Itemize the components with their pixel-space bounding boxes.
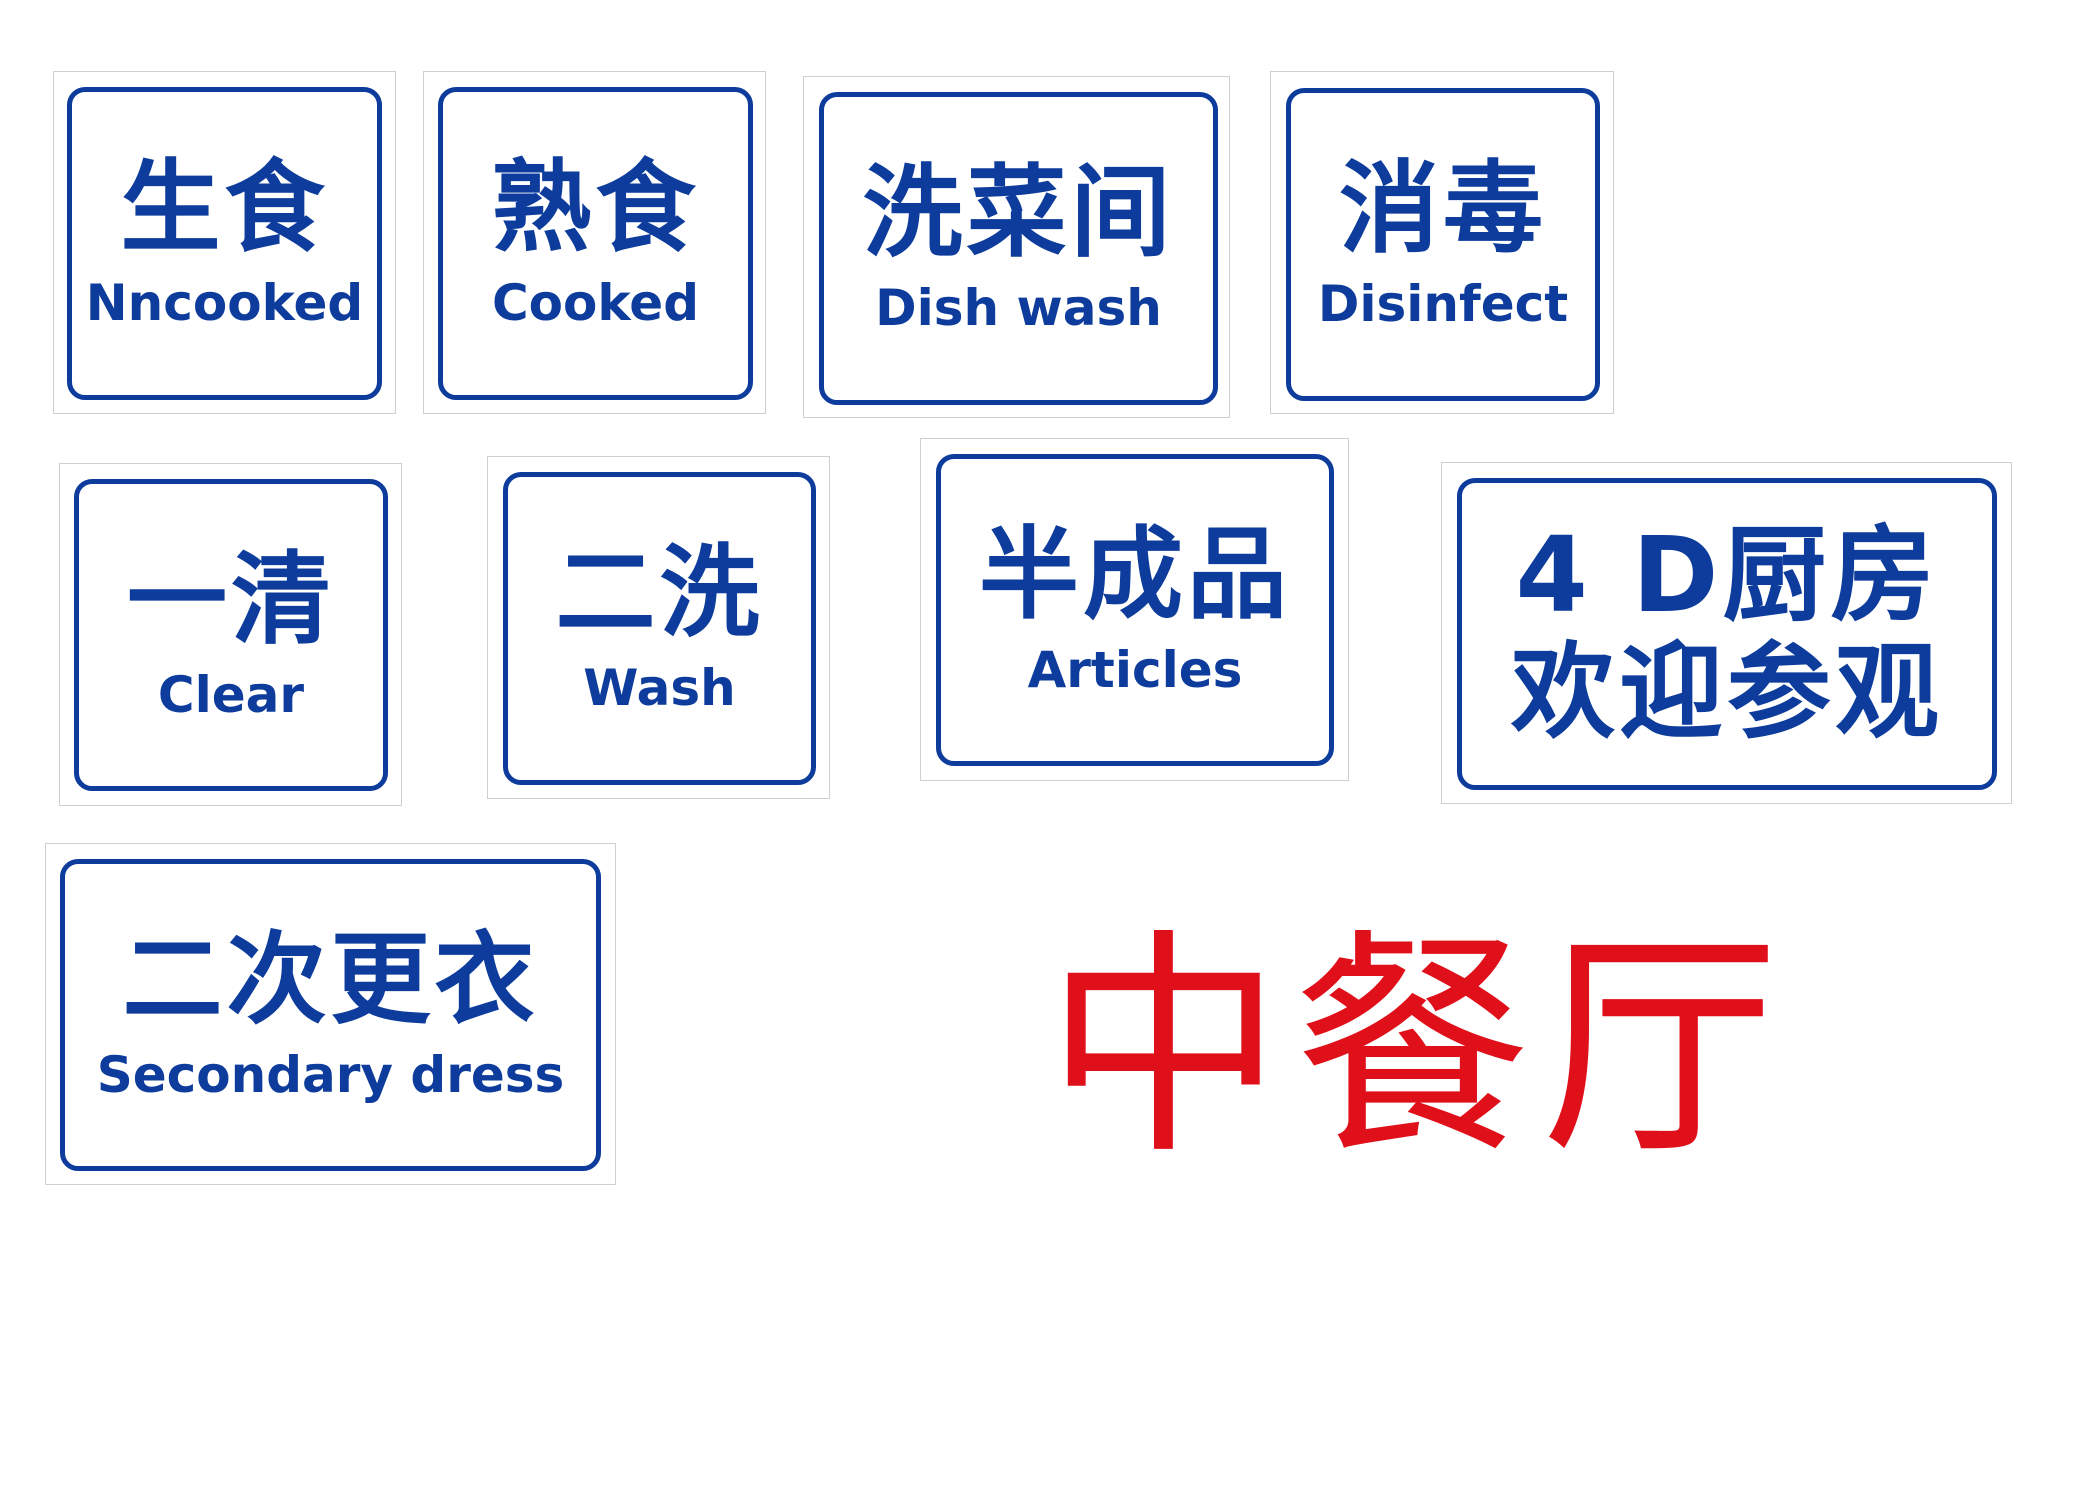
sign-secondary-dress-en: Secondary dress	[96, 1045, 565, 1104]
sign-disinfect-cn: 消毒	[1339, 150, 1547, 267]
sign-cooked-border: 熟食 Cooked	[438, 87, 753, 400]
sign-4d-kitchen-line1: 4 D厨房	[1515, 513, 1939, 636]
sign-wash-border: 二洗 Wash	[503, 472, 816, 785]
sign-4d-kitchen: 4 D厨房 欢迎参观	[1441, 462, 2012, 804]
sign-disinfect-border: 消毒 Disinfect	[1286, 88, 1600, 401]
sign-wash: 二洗 Wash	[487, 456, 830, 799]
sign-uncooked-border: 生食 Nncooked	[67, 87, 382, 400]
sign-cooked-cn: 熟食	[491, 149, 700, 266]
sign-dish-wash-en: Dish wash	[875, 279, 1162, 337]
sign-4d-kitchen-border: 4 D厨房 欢迎参观	[1457, 478, 1997, 790]
sign-dish-wash: 洗菜间 Dish wash	[803, 76, 1230, 418]
sign-articles: 半成品 Articles	[920, 438, 1349, 781]
restaurant-title: 中餐厅	[1045, 910, 1789, 1187]
sign-cooked-en: Cooked	[491, 274, 699, 332]
sign-secondary-dress-border: 二次更衣 Secondary dress	[60, 859, 601, 1171]
sign-cooked: 熟食 Cooked	[423, 71, 766, 414]
sign-clear-en: Clear	[157, 665, 305, 724]
sign-articles-cn: 半成品	[979, 515, 1291, 633]
sign-clear-border: 一清 Clear	[74, 479, 388, 791]
sign-dish-wash-cn: 洗菜间	[862, 154, 1175, 271]
sign-clear-cn: 一清	[127, 540, 335, 658]
sign-disinfect-en: Disinfect	[1317, 275, 1569, 333]
sign-uncooked-cn: 生食	[120, 149, 329, 266]
sign-secondary-dress-cn: 二次更衣	[122, 920, 539, 1038]
sign-secondary-dress: 二次更衣 Secondary dress	[45, 843, 616, 1185]
sign-uncooked: 生食 Nncooked	[53, 71, 396, 414]
sign-disinfect: 消毒 Disinfect	[1270, 71, 1614, 414]
sign-clear: 一清 Clear	[59, 463, 402, 806]
sign-articles-border: 半成品 Articles	[936, 454, 1334, 766]
sign-wash-en: Wash	[583, 659, 736, 717]
sign-4d-kitchen-line2: 欢迎参观	[1510, 631, 1943, 753]
sign-dish-wash-border: 洗菜间 Dish wash	[819, 92, 1218, 405]
sign-wash-cn: 二洗	[555, 534, 764, 651]
sign-uncooked-en: Nncooked	[85, 274, 364, 332]
sign-articles-en: Articles	[1027, 640, 1243, 699]
